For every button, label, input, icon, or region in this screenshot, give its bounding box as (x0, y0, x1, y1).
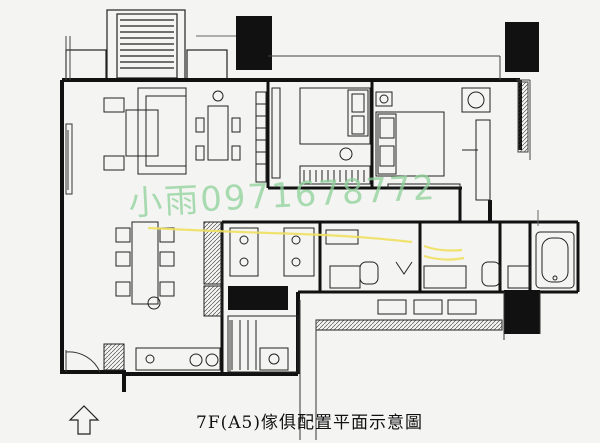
bedroom-1 (271, 87, 371, 185)
bedroom-2 (375, 87, 491, 201)
entry-door (65, 350, 101, 373)
outer-walls (60, 78, 522, 392)
balcony-stair-top (65, 9, 228, 81)
balcony-right (65, 36, 531, 160)
bathroom-2 (423, 231, 575, 289)
interior-walls (220, 80, 580, 372)
kitchen-cabinets (203, 221, 315, 373)
bathroom-1 (325, 229, 413, 289)
column-bottom-right (504, 290, 540, 334)
stairwell-bottom (229, 292, 541, 440)
circulation-path (147, 226, 465, 261)
column-top-right (505, 22, 539, 72)
kitchen-island (103, 221, 221, 371)
living-room-furniture (103, 87, 267, 183)
up-arrow-icon (68, 405, 100, 435)
column-bottom-left (228, 286, 288, 310)
plan-caption: 7F(A5)傢俱配置平面示意圖 (196, 413, 423, 433)
column-top-middle (236, 16, 272, 70)
ac-units (315, 299, 503, 331)
left-wall-window (65, 123, 73, 195)
